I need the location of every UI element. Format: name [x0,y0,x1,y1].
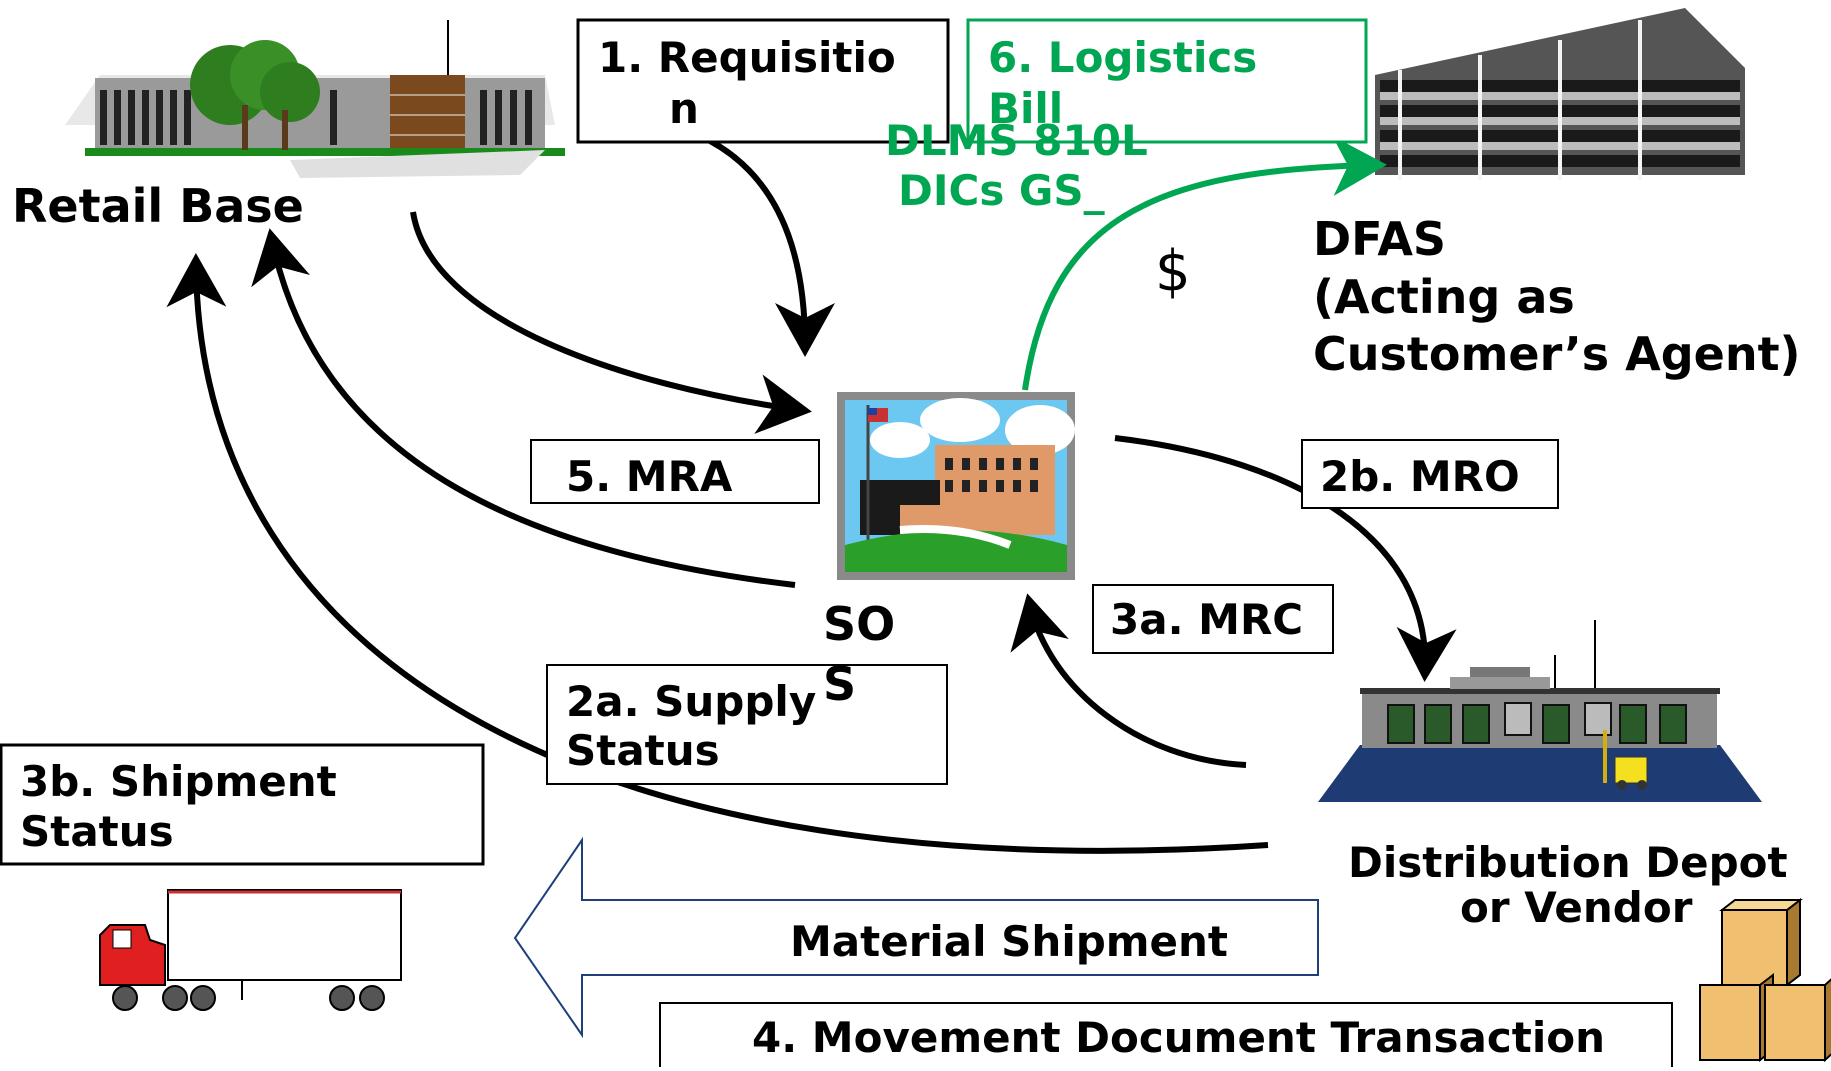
depot-label-line-2: or Vendor [1460,883,1693,932]
material-shipment-arrow [513,836,1319,1039]
logistics-bill-box [966,18,1368,144]
supply-status-box [546,664,948,785]
mra-return-arrow [251,228,796,588]
dlms-label-line-1: DLMS 810L [885,116,1148,165]
retail-base-building-icon [65,20,565,178]
supply-status-label-line-1: 2a. Supply [566,677,816,726]
sos-building-icon [837,392,1075,580]
depot-building-icon [1318,620,1762,802]
material-shipment-label: Material Shipment [790,917,1228,966]
movement-doc-box [659,1002,1673,1071]
requisition-arrow [611,115,835,357]
dlms-label-line-2: DICs GS_ [898,166,1105,215]
supply-status-label-line-2: Status [566,726,720,775]
mro-box [1301,439,1559,509]
sos-label-line-2: S [823,657,856,711]
logistics-bill-arrow [1022,135,1387,391]
retail-to-sos-arrow [410,211,812,434]
requisition-label-line-2: n [669,84,699,133]
depot-label-line-1: Distribution Depot [1348,838,1788,887]
requisition-label-line-1: 1. Requisitio [598,33,896,82]
boxes-icon [1699,897,1831,1063]
shipment-status-arrow [166,253,1269,854]
dfas-label-line-1: DFAS [1313,212,1446,266]
mra-label: 5. MRA [566,452,733,501]
mra-box [530,439,820,504]
retail-base-label: Retail Base [12,179,304,233]
requisition-box [576,18,950,144]
shipment-status-label-line-2: Status [20,807,174,856]
sos-label-line-1: SO [823,597,895,651]
shipment-status-label-line-1: 3b. Shipment [20,757,337,806]
mro-label: 2b. MRO [1320,452,1520,501]
mrc-arrow [1010,593,1247,768]
movement-doc-label: 4. Movement Document Transaction [752,1013,1605,1062]
mrc-label: 3a. MRC [1110,595,1303,644]
mro-arrow [1114,435,1457,682]
dfas-label-line-3: Customer’s Agent) [1313,327,1801,381]
truck-icon [99,889,402,1011]
logistics-bill-label-line-2: Bill [988,84,1063,133]
logistics-bill-label-line-1: 6. Logistics [988,33,1257,82]
dollar-sign: $ [1155,239,1191,304]
dfas-building-icon [1375,8,1745,180]
shipment-status-box [0,743,485,866]
dfas-label-line-2: (Acting as [1313,270,1575,324]
mrc-box [1092,584,1334,654]
